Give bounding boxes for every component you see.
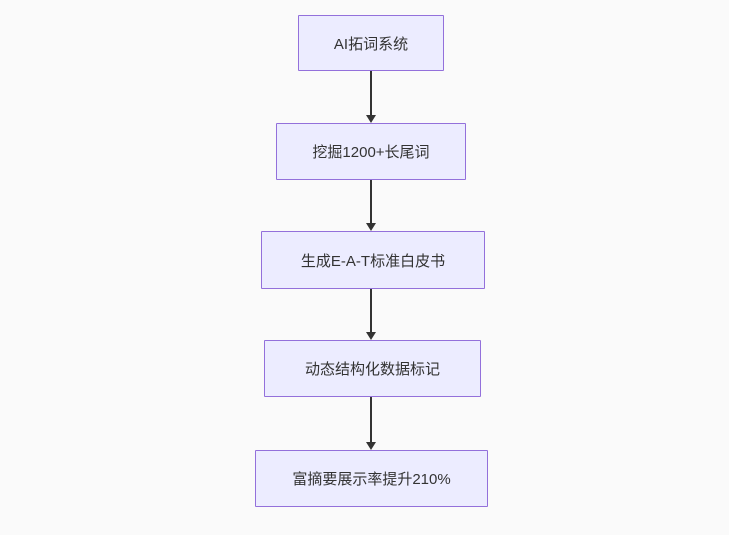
arrow-line [370, 71, 372, 116]
node-label: 生成E-A-T标准白皮书 [300, 252, 446, 270]
arrow-line [370, 289, 372, 333]
node-label: AI拓词系统 [333, 35, 409, 53]
flowchart-node-ai-expansion-system: AI拓词系统 [298, 15, 444, 71]
arrow-head-icon [366, 223, 376, 231]
flowchart-node-longtail-mining: 挖掘1200+长尾词 [276, 123, 466, 180]
flow-arrow-1 [365, 71, 377, 123]
flow-arrow-4 [365, 397, 377, 450]
flow-arrow-2 [365, 180, 377, 231]
flowchart-node-rich-snippet-uplift: 富摘要展示率提升210% [255, 450, 488, 507]
arrow-head-icon [366, 442, 376, 450]
node-label: 挖掘1200+长尾词 [312, 144, 430, 161]
flowchart-node-eat-whitepaper: 生成E-A-T标准白皮书 [261, 231, 485, 289]
arrow-head-icon [366, 332, 376, 340]
flow-arrow-3 [365, 289, 377, 340]
arrow-line [370, 397, 372, 443]
arrow-head-icon [366, 115, 376, 123]
arrow-line [370, 180, 372, 224]
node-label: 动态结构化数据标记 [304, 361, 440, 378]
flowchart-node-structured-data-markup: 动态结构化数据标记 [264, 340, 481, 397]
node-label: 富摘要展示率提升210% [292, 471, 451, 488]
